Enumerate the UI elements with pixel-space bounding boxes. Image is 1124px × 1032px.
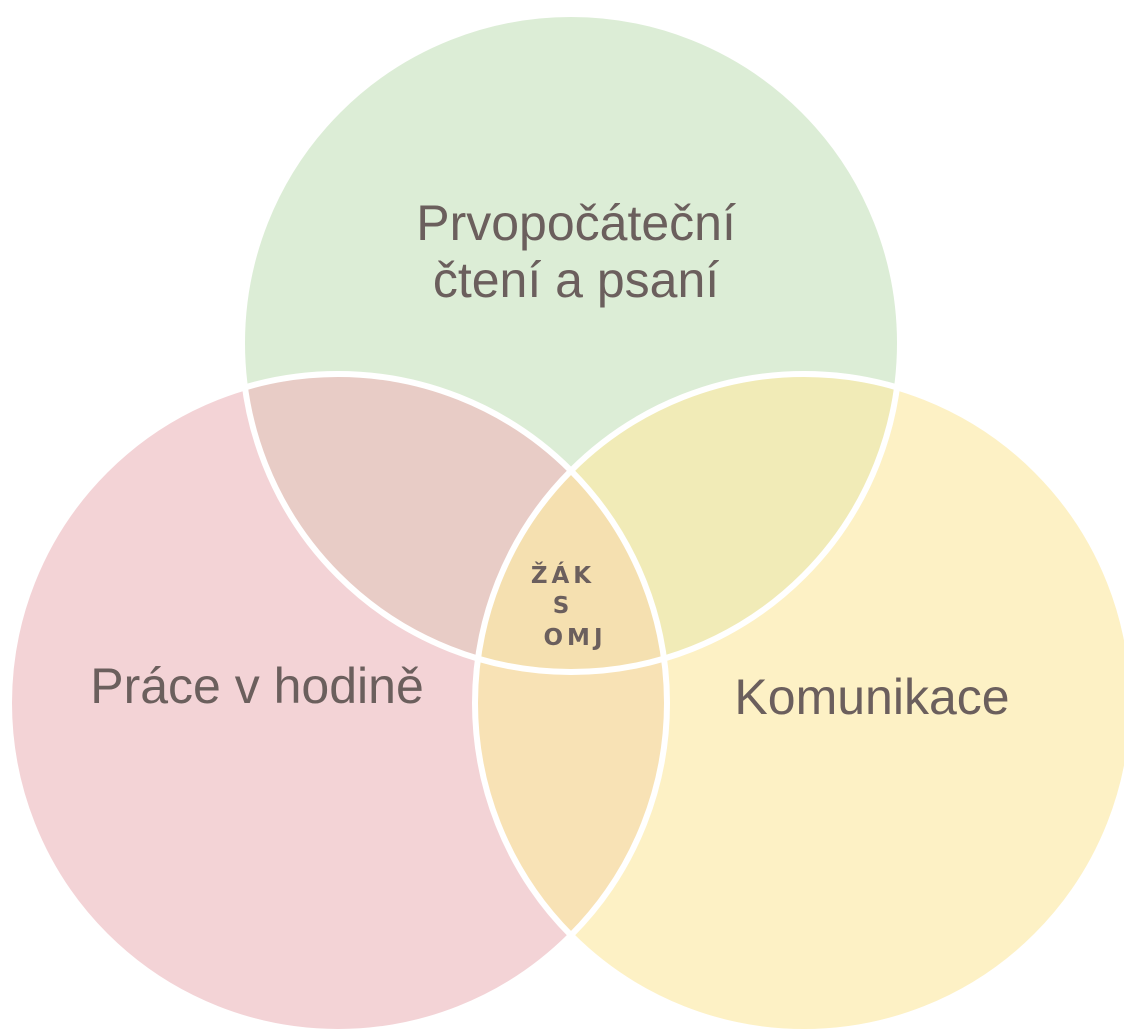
center-label-line1: ŽÁK (531, 561, 595, 589)
overlap-top-right (475, 374, 900, 672)
svg-text:Práce v hodině: Práce v hodině (90, 658, 424, 714)
outline-top (239, 11, 903, 675)
outline-right (472, 371, 1124, 1032)
overlap-top-left (242, 374, 667, 672)
label-right: Komunikace (734, 669, 1009, 725)
label-left: Práce v hodině (90, 658, 424, 714)
label-top-line2: čtení a psaní (433, 252, 719, 308)
center-label-line3: OMJ (544, 625, 607, 651)
label-top-line1: Prvopočáteční (416, 195, 736, 251)
svg-text:ŽÁK S OMJ: ŽÁK S OMJ (531, 561, 607, 651)
svg-text:Prvopočáteční čtení a psan: Prvopočáteční čtení a psaní (416, 195, 750, 308)
center-label-line2: S (553, 593, 574, 619)
svg-text:Komunikace: Komunikace (734, 669, 1009, 725)
outline-left (6, 371, 670, 1032)
